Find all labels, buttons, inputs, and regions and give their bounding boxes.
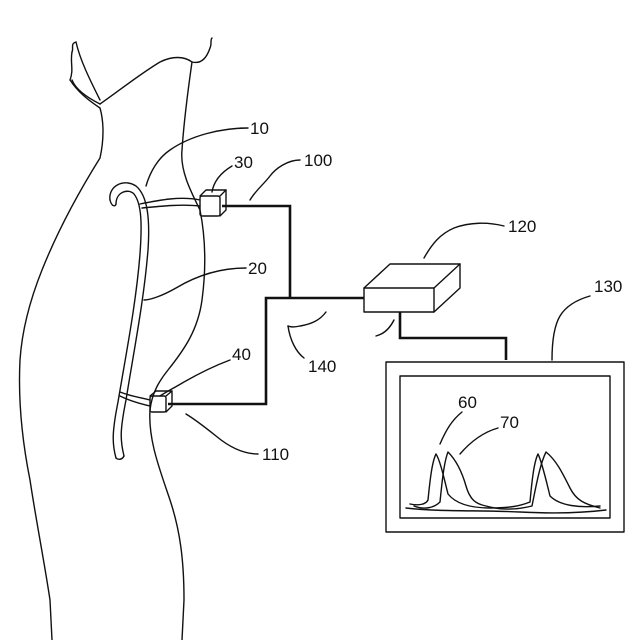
label-100: 100 (304, 151, 332, 170)
label-20: 20 (248, 259, 267, 278)
waveform-70 (414, 452, 600, 509)
chest-front-outline (150, 62, 205, 640)
label-140: 140 (308, 357, 336, 376)
processor-box-front (364, 288, 434, 312)
label-110: 110 (262, 445, 289, 464)
label-40: 40 (232, 345, 251, 364)
monitor-screen (400, 376, 610, 518)
leader-60 (440, 412, 462, 444)
leader-130 (552, 296, 590, 360)
leader-20 (144, 268, 246, 300)
head-outline (72, 42, 100, 104)
processor-box-side (434, 264, 460, 312)
leader-120 (424, 223, 504, 258)
upper-sensor-wire-1 (140, 198, 200, 204)
processor-to-monitor-cable (400, 312, 506, 360)
leader-30 (212, 166, 232, 192)
label-10: 10 (250, 119, 269, 138)
upper-sensor (200, 196, 220, 216)
leader-70 (460, 428, 498, 454)
leader-110 (186, 414, 258, 454)
upper-sensor-3d-top (200, 190, 226, 196)
upper-cable (222, 206, 290, 298)
processor-box-top (364, 264, 460, 288)
catheter-inner-edge (113, 191, 141, 458)
label-70: 70 (500, 413, 519, 432)
upper-sensor-wire-2 (142, 205, 200, 208)
body-back-outline (19, 52, 103, 640)
label-30: 30 (234, 153, 253, 172)
label-60: 60 (458, 393, 477, 412)
leader-10 (146, 128, 248, 186)
neck-front-outline (100, 38, 212, 104)
lower-cable (168, 298, 364, 404)
label-130: 130 (594, 277, 622, 296)
leader-140-b (288, 312, 326, 327)
leader-100 (250, 160, 300, 200)
label-120: 120 (508, 217, 536, 236)
lower-sensor-3d (150, 391, 172, 412)
waveform-60 (410, 454, 600, 508)
